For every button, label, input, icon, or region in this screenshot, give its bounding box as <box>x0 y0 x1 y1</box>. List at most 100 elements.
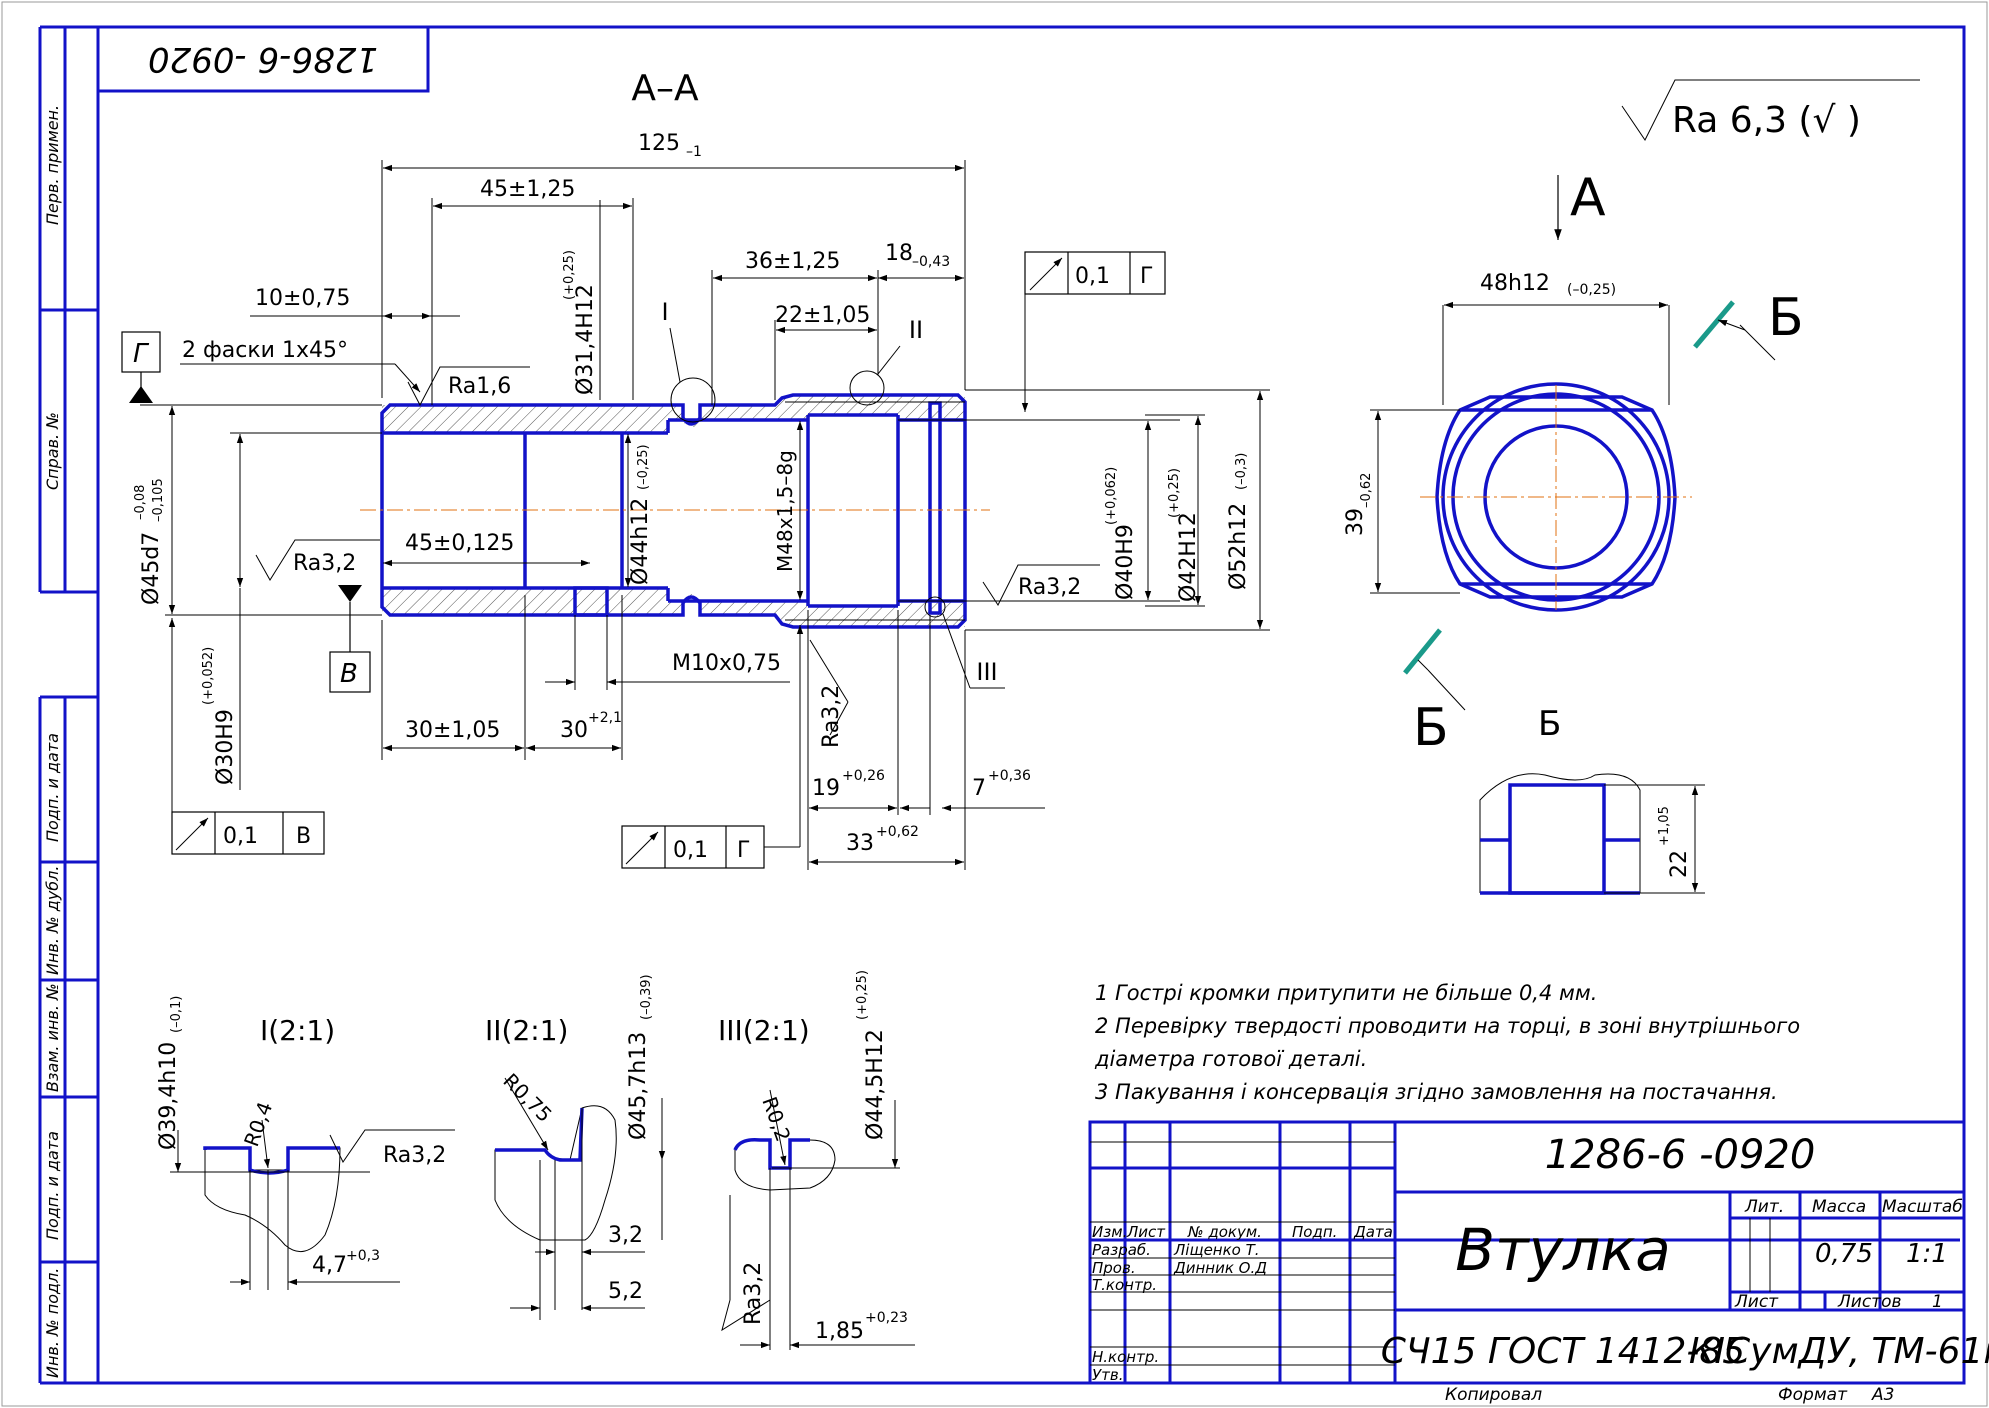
dim-39-tol: –0,62 <box>1359 473 1374 508</box>
dim-dia30: Ø30H9 <box>213 709 238 785</box>
detail-1-len: 4,7 <box>312 1253 347 1278</box>
tb-h-docum: № докум. <box>1187 1223 1262 1241</box>
detail-1-ra: Ra3,2 <box>383 1143 446 1168</box>
datum-v-label: В <box>340 659 358 689</box>
tb-r-utv: Утв. <box>1092 1366 1124 1384</box>
detail-3-dia-tol: (+0,25) <box>855 970 870 1020</box>
detail-2-dia: Ø45,7h13 <box>626 1032 651 1140</box>
ra16-label: Ra1,6 <box>448 374 511 399</box>
radial-hole <box>573 586 609 617</box>
tolerance-frame-g-bottom: 0,1 Г <box>621 625 804 869</box>
dim-m10: M10x0,75 <box>672 651 781 676</box>
dim-33-tol: +0,62 <box>876 824 919 840</box>
tb-r-nkontr: Н.контр. <box>1092 1348 1159 1366</box>
tb-listov-label: Листов <box>1837 1292 1902 1312</box>
dim-36: 36±1,25 <box>745 249 840 274</box>
wall-hatch-bottom <box>382 588 965 627</box>
tb-masshtab: 1:1 <box>1906 1239 1948 1269</box>
title-organization: КІСумДУ, ТМ-61к <box>1689 1331 1989 1372</box>
dim-45-0125: 45±0,125 <box>405 531 514 556</box>
dim-19-tol: +0,26 <box>842 768 885 784</box>
dim-19: 19 <box>812 776 840 801</box>
wall-hatch-top <box>382 395 965 433</box>
tb-listov: 1 <box>1932 1292 1943 1312</box>
section-title: А–А <box>631 68 699 109</box>
detail-2-dia-tol: (–0,39) <box>639 974 654 1020</box>
section-mark-bottom <box>1403 628 1442 675</box>
dim-48h12-tol: (–0,25) <box>1567 282 1616 298</box>
note-2-cont: діаметра готової деталі. <box>1094 1047 1367 1071</box>
margin-vzam-inv: Взам. инв. № <box>43 983 62 1092</box>
tol-g2-datum: Г <box>737 838 750 863</box>
dim-48h12: 48h12 <box>1480 271 1550 296</box>
detail-1-dia: Ø39,4h10 <box>156 1042 181 1150</box>
view-a-label: А <box>1570 168 1606 228</box>
note-2: 2 Перевірку твердості проводити на торці… <box>1095 1014 1800 1038</box>
dim-7: 7 <box>972 776 986 801</box>
dim-30: 30 <box>560 718 588 743</box>
ra32-c: Ra3,2 <box>819 685 844 748</box>
dim-39: 39 <box>1343 508 1368 536</box>
view-b-bottom-label: Б <box>1413 698 1449 758</box>
view-b-title: Б <box>1538 704 1561 744</box>
tol-g2-value: 0,1 <box>673 838 708 863</box>
tb-n-razrab: Ліщенко Т. <box>1173 1241 1260 1259</box>
dim-10: 10±0,75 <box>255 286 350 311</box>
tb-format: А3 <box>1871 1385 1894 1405</box>
dim-m48: M48x1,5–8g <box>773 450 797 572</box>
dim-dia44: Ø44h12 <box>628 498 653 585</box>
detail-2-b: 5,2 <box>608 1279 643 1304</box>
callout-2: II <box>909 316 923 344</box>
detail-1-title: I(2:1) <box>260 1014 335 1047</box>
dim-total-length-tol: –1 <box>686 144 702 160</box>
margin-sprav-no: Справ. № <box>43 412 62 490</box>
tb-r-razrab: Разраб. <box>1092 1241 1151 1259</box>
horizontal-dimensions: 125 –1 45±1,25 10±0,75 36±1,25 18 –0,43 … <box>250 131 1045 870</box>
tb-list-label: Лист <box>1734 1292 1779 1312</box>
end-view: А 48h12 (–0,25) 39 –0,62 Б Б <box>1343 168 1804 758</box>
tb-h-data: Дата <box>1353 1223 1393 1241</box>
dim-dia44-tol: (–0,25) <box>636 444 651 490</box>
tb-h-massa: Масса <box>1812 1197 1866 1217</box>
tol-g-value: 0,1 <box>1075 264 1110 289</box>
annotations: Г 2 фаски 1x45° Ra1,6 Ra3,2 В Ra3,2 Ra3,… <box>121 251 1166 869</box>
margin-podp-data-1: Подп. и дата <box>43 733 62 842</box>
detail-2-title: II(2:1) <box>485 1014 568 1047</box>
note-1: 1 Гострі кромки притупити не більше 0,4 … <box>1095 981 1597 1005</box>
dim-22b: 22 <box>1667 850 1692 878</box>
ra32-a: Ra3,2 <box>293 551 356 576</box>
detail-1: I(2:1) 4,7 +0,3 Ø39,4h10 (–0,1) R0,4 Ra3… <box>156 996 455 1290</box>
tb-h-izm: Изм. <box>1092 1223 1127 1241</box>
dim-30-105: 30±1,05 <box>405 718 500 743</box>
callout-1: I <box>661 298 668 326</box>
margin-inv-podl: Инв. № подл. <box>43 1268 62 1378</box>
dim-22b-tol: +1,05 <box>1657 806 1672 846</box>
datum-g-label: Г <box>133 339 150 369</box>
ra32-b: Ra3,2 <box>1018 575 1081 600</box>
tb-h-podp: Подп. <box>1292 1223 1337 1241</box>
tolerance-frame-v: 0,1 В <box>168 618 325 855</box>
title-block: 1286-6 -0920 Втулка СЧ15 ГОСТ 1412-85 КІ… <box>1088 1120 1989 1405</box>
stamp-number: 1286-6 -0920 <box>148 39 378 79</box>
detail-2-a: 3,2 <box>608 1223 643 1248</box>
stamp-box <box>96 25 430 93</box>
dim-dia45: Ø45d7 <box>139 532 164 605</box>
detail-3-ra: Ra3,2 <box>741 1262 766 1325</box>
tb-r-prov: Пров. <box>1092 1259 1136 1277</box>
tolerance-frame-g-top: 0,1 Г <box>1021 251 1166 412</box>
tb-massa: 0,75 <box>1815 1239 1873 1269</box>
tb-format-label: Формат <box>1778 1385 1848 1405</box>
dim-33: 33 <box>846 831 874 856</box>
dim-dia30-tol: (+0,052) <box>201 647 216 705</box>
technical-notes: 1 Гострі кромки притупити не більше 0,4 … <box>1094 981 1800 1104</box>
dim-22: 22±1,05 <box>775 303 870 328</box>
dim-18: 18 <box>885 241 913 266</box>
dim-dia45-lo: –0,105 <box>151 478 166 522</box>
tb-h-lit: Лит. <box>1744 1197 1784 1217</box>
tol-v-value: 0,1 <box>223 824 258 849</box>
dim-18-tol: –0,43 <box>912 254 950 270</box>
view-b-top-label: Б <box>1768 288 1804 348</box>
section-mark-top <box>1693 300 1735 349</box>
